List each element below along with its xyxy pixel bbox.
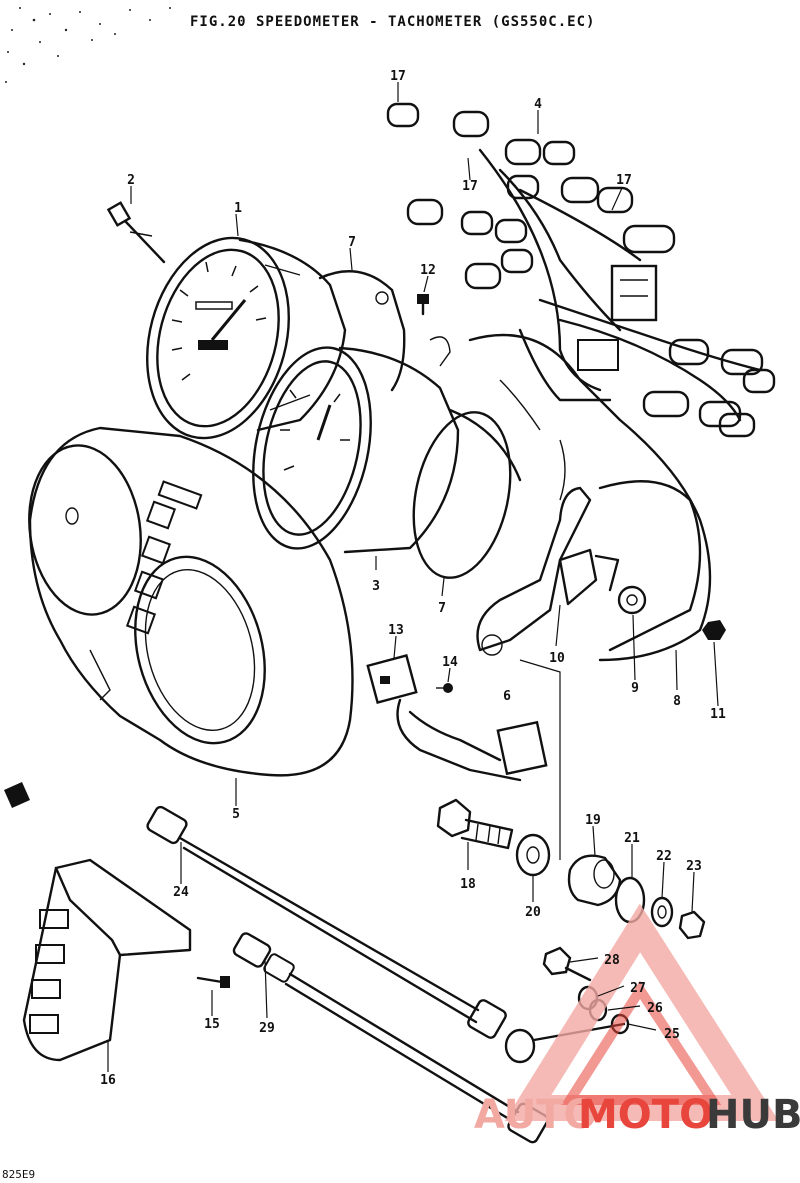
callout-27: 27 <box>630 981 646 996</box>
washer-part-20 <box>515 833 551 877</box>
callout-10: 10 <box>549 651 565 666</box>
switch-part-13 <box>366 654 548 782</box>
leader-6-19 <box>519 659 561 860</box>
callout-11: 11 <box>710 707 726 722</box>
callout-7: 7 <box>438 601 446 616</box>
watermark-text-auto: AUTO <box>474 1092 598 1138</box>
nut-part-23 <box>678 910 706 940</box>
callout-23: 23 <box>686 859 702 874</box>
callout-14: 14 <box>442 655 458 670</box>
callout-1: 1 <box>234 201 242 216</box>
callout-6: 6 <box>503 689 511 704</box>
speedometer <box>146 236 347 440</box>
callout-17: 17 <box>390 69 406 84</box>
cover-part-16 <box>22 858 192 1062</box>
gasket-upper <box>318 270 406 392</box>
scan-speckle <box>5 7 171 83</box>
screw-part-15 <box>196 976 230 988</box>
callout-18: 18 <box>460 877 476 892</box>
callout-2: 2 <box>127 173 135 188</box>
watermark-text-moto: MOTO <box>578 1092 713 1138</box>
callout-28: 28 <box>604 953 620 968</box>
screw-part-12 <box>417 294 429 316</box>
washer-part-22 <box>650 896 674 928</box>
bulb-sockets <box>386 102 776 438</box>
screw-part-14 <box>436 683 453 693</box>
tachometer <box>252 346 460 554</box>
bolt-part-18 <box>436 798 514 850</box>
bolt-part-2 <box>106 201 166 264</box>
callout-29: 29 <box>259 1021 275 1036</box>
callout-17: 17 <box>616 173 632 188</box>
clip-left <box>4 782 30 808</box>
callout-20: 20 <box>525 905 541 920</box>
callout-5: 5 <box>232 807 240 822</box>
callout-9: 9 <box>631 681 639 696</box>
callout-7: 7 <box>348 235 356 250</box>
callout-16: 16 <box>100 1073 116 1088</box>
callout-12: 12 <box>420 263 436 278</box>
bracket-part-10 <box>558 548 620 606</box>
callout-24: 24 <box>173 885 189 900</box>
callout-3: 3 <box>372 579 380 594</box>
callout-25: 25 <box>664 1027 680 1042</box>
meter-cover <box>28 426 354 777</box>
callout-19: 19 <box>585 813 601 828</box>
callout-21: 21 <box>624 831 640 846</box>
watermark-logo: AUTO MOTO HUB <box>474 903 800 1138</box>
damper-part-19 <box>567 854 622 907</box>
meter-lower-case <box>448 333 712 662</box>
callout-15: 15 <box>204 1017 220 1032</box>
callout-22: 22 <box>656 849 672 864</box>
page-title: FIG.20 SPEEDOMETER - TACHOMETER (GS550C.… <box>190 14 596 30</box>
speedometer-cable <box>146 805 507 1039</box>
callout-17: 17 <box>462 179 478 194</box>
callout-4: 4 <box>534 97 542 112</box>
watermark-text-hub: HUB <box>706 1092 800 1138</box>
reference-code: 825E9 <box>2 1168 36 1181</box>
grommet-part-9 <box>617 585 647 615</box>
bracket-part-6 <box>476 486 592 656</box>
gasket-lower <box>412 336 512 579</box>
callout-13: 13 <box>388 623 404 638</box>
callout-26: 26 <box>647 1001 663 1016</box>
nut-part-11 <box>702 620 726 640</box>
wiring-harness <box>478 148 762 422</box>
bolt-part-28 <box>542 946 592 982</box>
callout-8: 8 <box>673 694 681 709</box>
